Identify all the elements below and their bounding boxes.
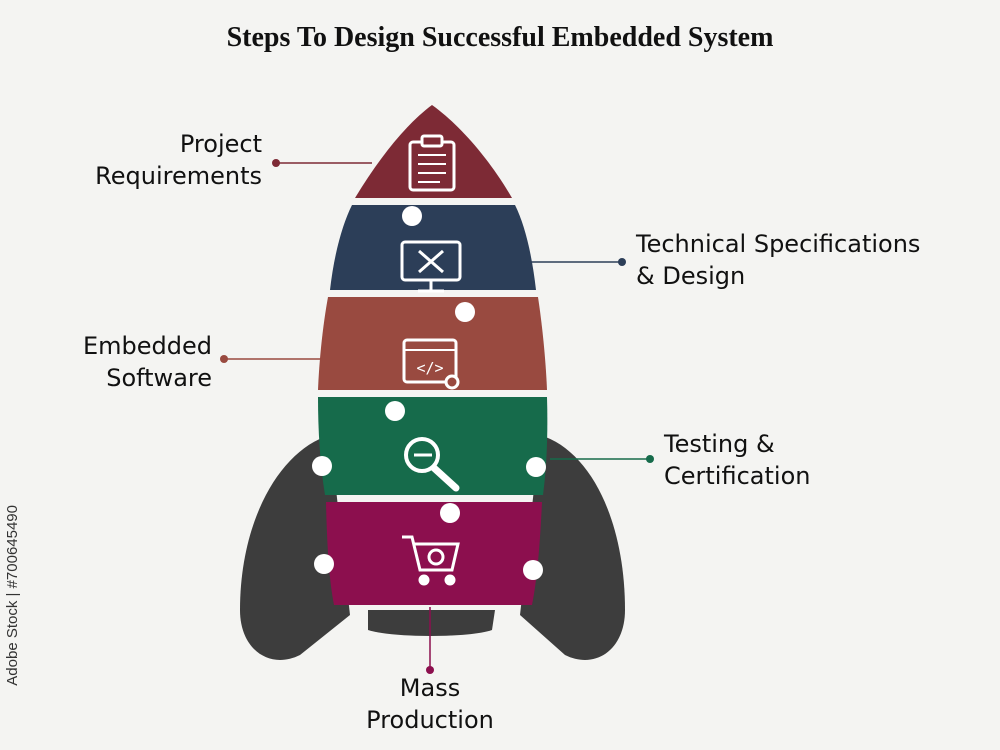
step-label-technical-specifications: Technical Specifications & Design [636, 230, 921, 290]
leader-dot [618, 258, 626, 266]
code-window-gear-icon: </> [402, 338, 460, 390]
stock-watermark-id: Adobe Stock | #700645490 [4, 505, 21, 686]
segment-mass-production [326, 502, 542, 605]
step-label-mass-production: Mass Production [366, 674, 494, 734]
step-label-testing-certification: Testing & Certification [664, 430, 811, 490]
rocket-nozzle [368, 610, 495, 636]
cart-gear-icon [402, 535, 460, 586]
clipboard-icon [408, 134, 456, 192]
puzzle-knob [385, 401, 405, 421]
puzzle-knob [440, 503, 460, 523]
left-fin [240, 435, 350, 660]
leader-dot [220, 355, 228, 363]
segment-testing-certification [318, 397, 548, 495]
step-label-embedded-software: Embedded Software [82, 332, 212, 392]
puzzle-knob [523, 560, 543, 580]
right-fin [520, 435, 625, 660]
leader-dot [646, 455, 654, 463]
magnifier-key-icon [404, 437, 460, 492]
segment-technical-specifications [330, 205, 536, 290]
page-title: Steps To Design Successful Embedded Syst… [226, 22, 774, 53]
puzzle-knob [314, 554, 334, 574]
puzzle-knob [312, 456, 332, 476]
puzzle-knob [526, 457, 546, 477]
segment-project-requirements [355, 105, 512, 198]
monitor-design-icon [400, 240, 462, 293]
leader-dot [426, 666, 434, 674]
leader-dot [272, 159, 280, 167]
puzzle-knob [455, 302, 475, 322]
segment-embedded-software [318, 297, 547, 390]
svg-text:</>: </> [416, 359, 443, 377]
step-label-project-requirements: Project Requirements [95, 130, 262, 190]
puzzle-knob [402, 206, 422, 226]
